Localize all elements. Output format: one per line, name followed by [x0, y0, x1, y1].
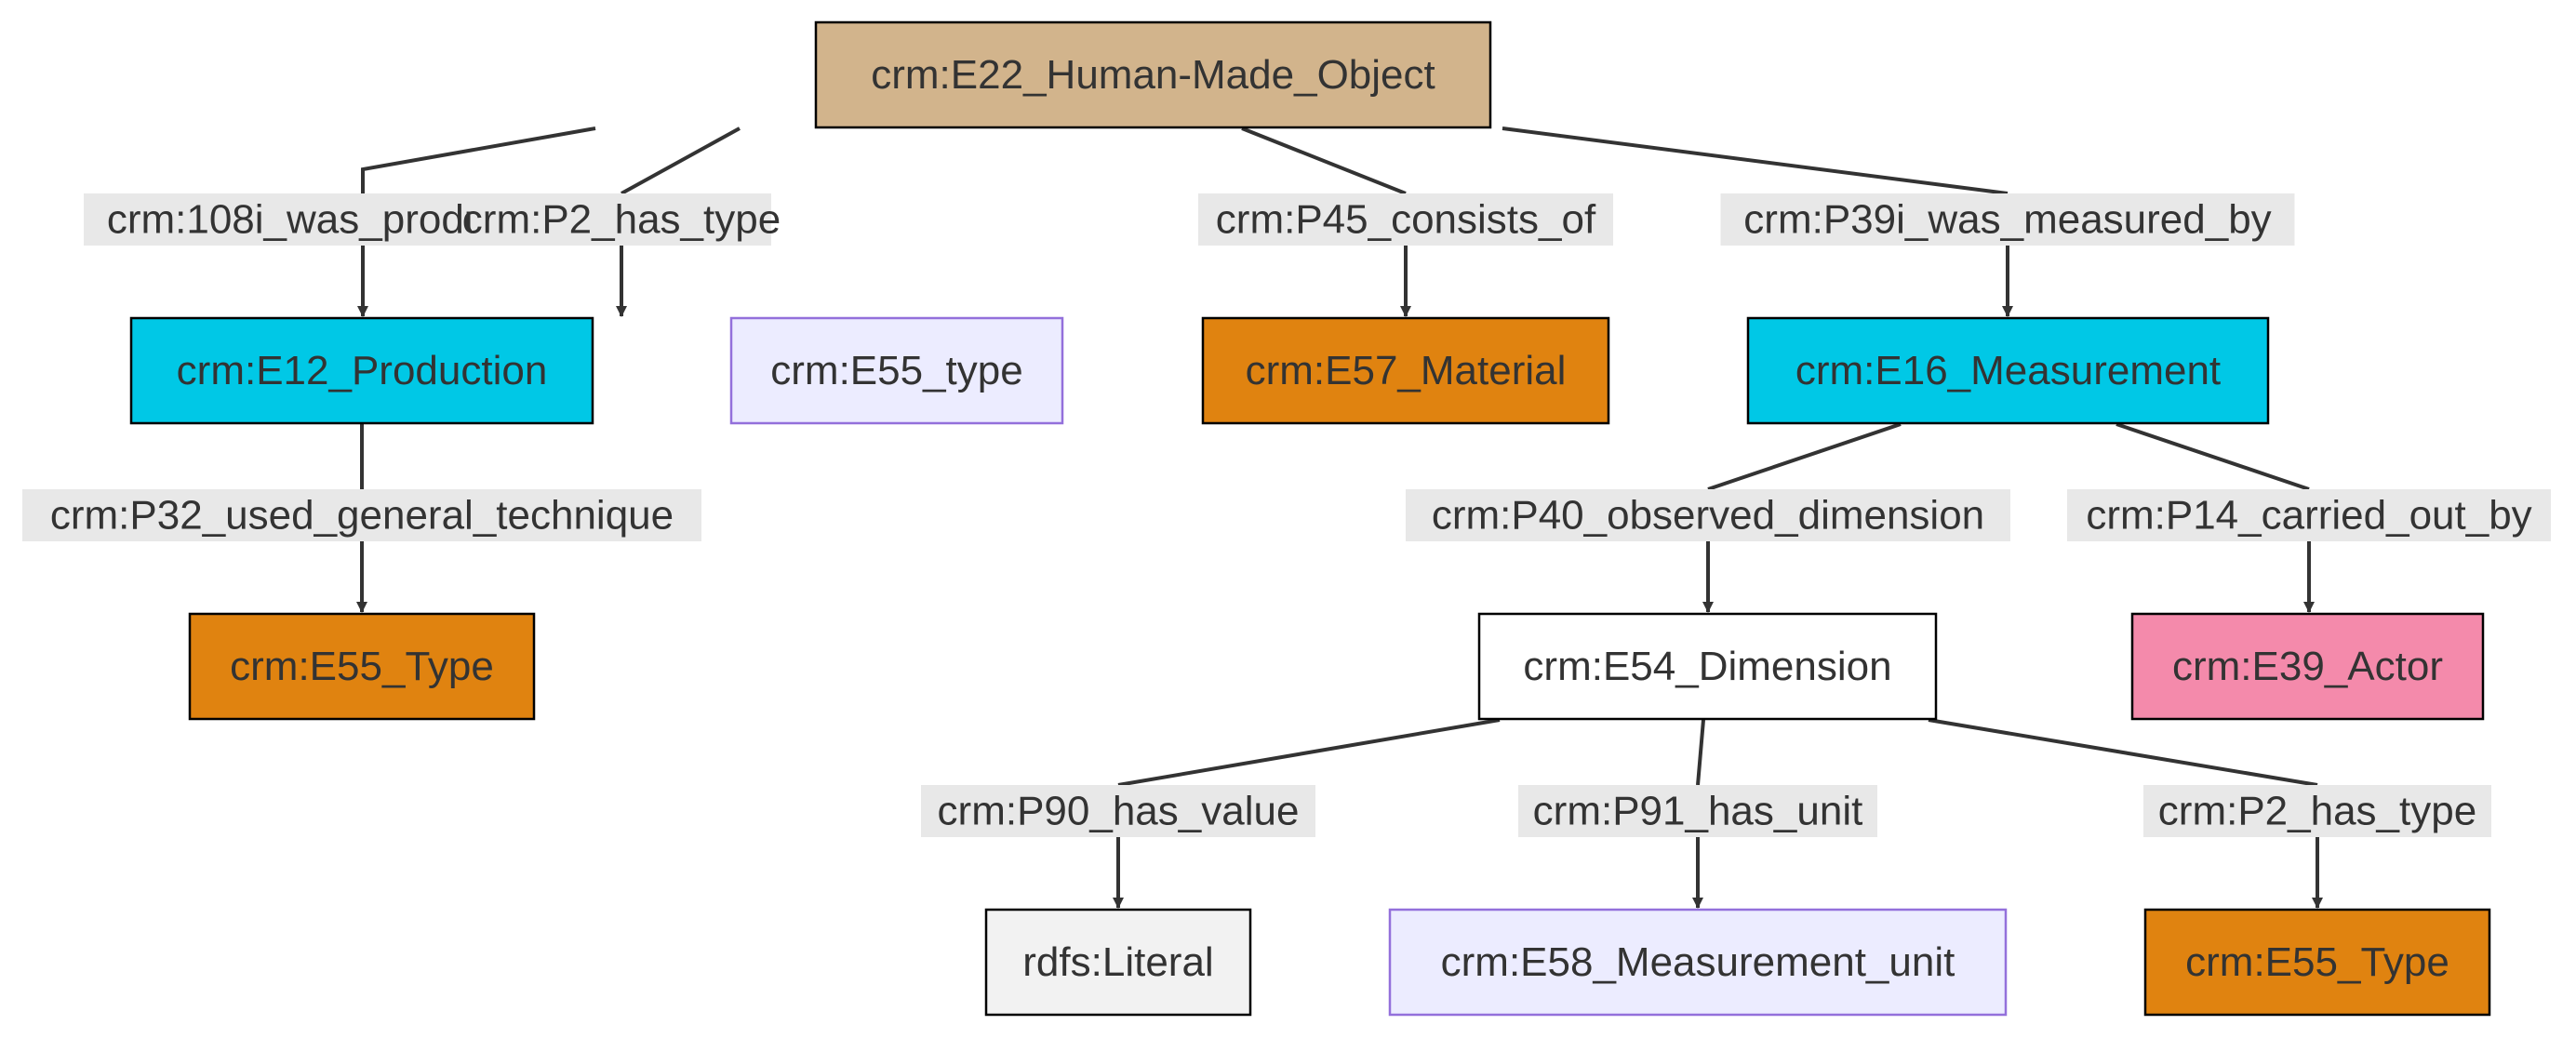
edge-line-e3 — [1241, 126, 1407, 195]
edge-line-e7 — [2116, 422, 2310, 491]
node-e57: crm:E57_Material — [1201, 316, 1610, 425]
edge-label: crm:P39i_was_measured_by — [1743, 197, 2271, 243]
node-label: crm:E57_Material — [1246, 348, 1567, 393]
edge-line-e2 — [621, 126, 741, 195]
node-e55t: crm:E55_type — [729, 316, 1064, 425]
node-box — [1746, 316, 2270, 425]
node-e55a: crm:E55_Type — [188, 612, 536, 721]
edge-label-bg — [1518, 785, 1877, 837]
edge-label: crm:P14_carried_out_by — [2086, 493, 2531, 539]
node-label: crm:E12_Production — [177, 348, 548, 393]
node-box — [729, 316, 1064, 425]
node-e39: crm:E39_Actor — [2130, 612, 2485, 721]
node-label: crm:E55_type — [770, 348, 1022, 393]
node-e12: crm:E12_Production — [129, 316, 594, 425]
edge-label-bg — [1198, 193, 1613, 246]
node-label: rdfs:Literal — [1022, 939, 1213, 985]
node-box — [2143, 908, 2491, 1017]
edge-label: crm:P45_consists_of — [1216, 197, 1596, 243]
edge-label-bg — [2067, 489, 2551, 541]
edge-label-bg — [22, 489, 701, 541]
edge-line-e4 — [1502, 126, 2009, 195]
nodes-layer: crm:E22_Human-Made_Object crm:E12_Product… — [129, 20, 2491, 1017]
node-e54: crm:E54_Dimension — [1477, 612, 1938, 721]
edge-line-e10 — [1928, 718, 2318, 787]
edge-line-e1 — [361, 126, 596, 193]
edge-label: crm:P32_used_general_technique — [50, 493, 674, 539]
node-box — [188, 612, 536, 721]
edge-line-e6 — [1707, 422, 1902, 491]
node-e55b: crm:E55_Type — [2143, 908, 2491, 1017]
edge-label-bg — [2143, 785, 2491, 837]
node-label: crm:E58_Measurement_unit — [1441, 939, 1955, 985]
edge-label-bg — [1406, 489, 2010, 541]
node-label: crm:E22_Human-Made_Object — [871, 52, 1435, 98]
node-box — [814, 20, 1492, 129]
edges-layer — [356, 126, 2323, 909]
edge-label-bg — [921, 785, 1315, 837]
edge-line-e9 — [1696, 719, 1705, 786]
node-box — [2130, 612, 2485, 721]
edge-line-e8 — [1117, 718, 1501, 787]
node-lit: rdfs:Literal — [984, 908, 1252, 1017]
edge-label-bg — [472, 193, 771, 246]
node-label: crm:E16_Measurement — [1795, 348, 2221, 393]
edge-label-bg — [1720, 193, 2295, 246]
edge-label: crm:P90_has_value — [938, 789, 1300, 834]
node-box — [1201, 316, 1610, 425]
node-box — [984, 908, 1252, 1017]
node-label: crm:E55_Type — [2185, 939, 2449, 985]
node-e16: crm:E16_Measurement — [1746, 316, 2270, 425]
edge-label: crm:P2_has_type — [462, 197, 781, 243]
node-box — [129, 316, 594, 425]
node-e58: crm:E58_Measurement_unit — [1388, 908, 2008, 1017]
node-box — [1477, 612, 1938, 721]
edge-label: crm:P40_observed_dimension — [1432, 493, 1984, 539]
edge-label: crm:P2_has_type — [2158, 789, 2476, 834]
edge-label: crm:P91_has_unit — [1533, 789, 1863, 834]
node-label: crm:E54_Dimension — [1523, 644, 1891, 689]
node-label: crm:E55_Type — [230, 644, 494, 689]
node-label: crm:E39_Actor — [2172, 644, 2443, 689]
node-box — [1388, 908, 2008, 1017]
node-e22: crm:E22_Human-Made_Object — [814, 20, 1492, 129]
